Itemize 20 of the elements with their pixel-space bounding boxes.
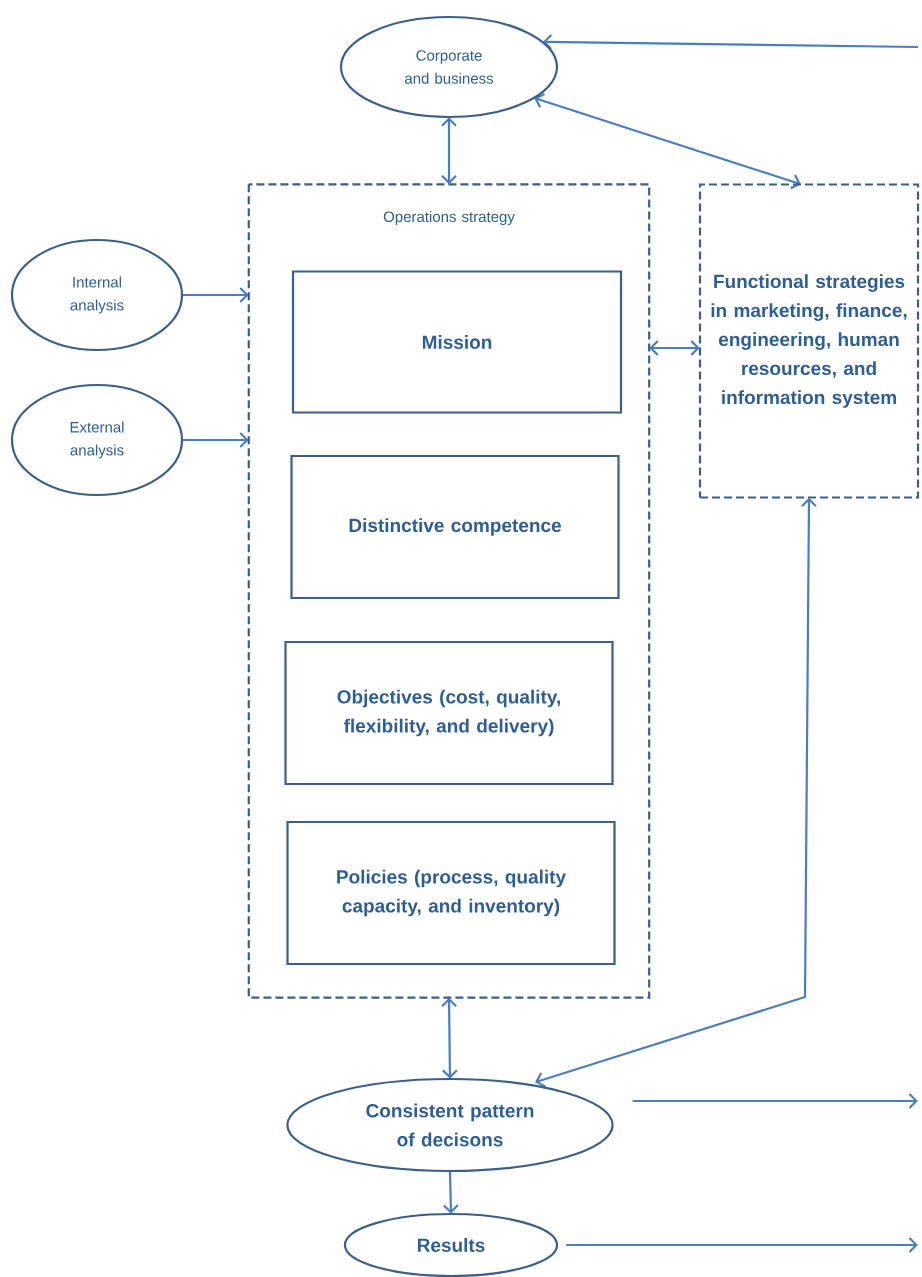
process-box: Distinctive competence bbox=[290, 454, 620, 600]
process-box: Mission bbox=[291, 270, 623, 414]
arrow bbox=[443, 1171, 459, 1214]
arrow bbox=[542, 34, 919, 50]
arrow bbox=[534, 93, 801, 190]
arrow bbox=[535, 497, 817, 1088]
arrow bbox=[632, 1093, 918, 1109]
oval-node: Consistent pattern of decisons bbox=[286, 1077, 614, 1173]
arrow bbox=[182, 287, 249, 303]
arrow bbox=[441, 117, 457, 185]
process-box: Objectives (cost, quality, flexibility, and delivery) bbox=[284, 640, 614, 786]
arrow bbox=[182, 432, 249, 448]
dashed-box: Functional strategies in marketing, finance, engineering, human resources, and information system bbox=[698, 183, 920, 499]
oval-node: Corporate and business bbox=[339, 15, 559, 119]
oval-node: Internal analysis bbox=[10, 238, 184, 352]
arrow bbox=[649, 340, 700, 356]
arrow bbox=[566, 1237, 918, 1253]
process-box: Policies (process, quality capacity, and inventory) bbox=[286, 820, 616, 966]
oval-node: External analysis bbox=[10, 383, 184, 497]
arrow bbox=[441, 997, 458, 1079]
